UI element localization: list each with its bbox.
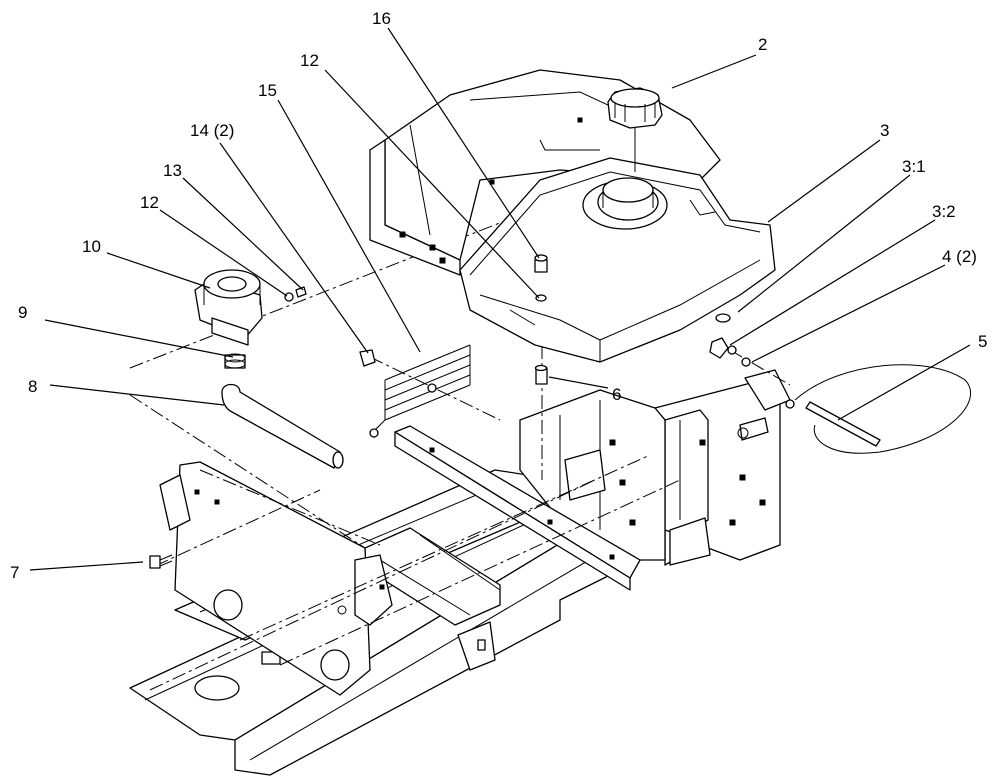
callout-12-tank: 12 [300,51,319,70]
callout-14: 14 (2) [190,121,234,140]
heat-shield-screen [359,344,471,438]
callout-13: 13 [163,161,182,180]
center-tunnel [519,389,666,561]
callout-9: 9 [18,303,27,322]
tank-bolt-stack [534,254,548,385]
callout-3-2: 3:2 [932,202,956,221]
bolt-7 [149,554,173,569]
leader-lines [29,27,971,571]
fuel-tank [459,157,776,363]
tank-fittings [709,313,971,454]
callout-3: 3 [880,121,889,140]
rear-fender-frame [654,369,791,566]
fuel-filter-assembly [194,269,344,469]
callout-2: 2 [758,35,767,54]
front-pan-panel [159,461,393,696]
callout-4: 4 (2) [942,247,977,266]
callout-15: 15 [258,81,277,100]
fuel-cap [607,87,663,172]
callout-labels: 16 2 12 15 14 (2) 13 12 10 3 3:1 3:2 4 (… [10,9,987,582]
callout-6: 6 [612,385,621,404]
callout-12-filter: 12 [140,193,159,212]
callout-16: 16 [372,9,391,28]
callout-10: 10 [82,237,101,256]
callout-3-1: 3:1 [902,157,926,176]
callout-5: 5 [978,332,987,351]
callout-7: 7 [10,563,19,582]
cross-brace [394,425,641,591]
callout-8: 8 [28,377,37,396]
